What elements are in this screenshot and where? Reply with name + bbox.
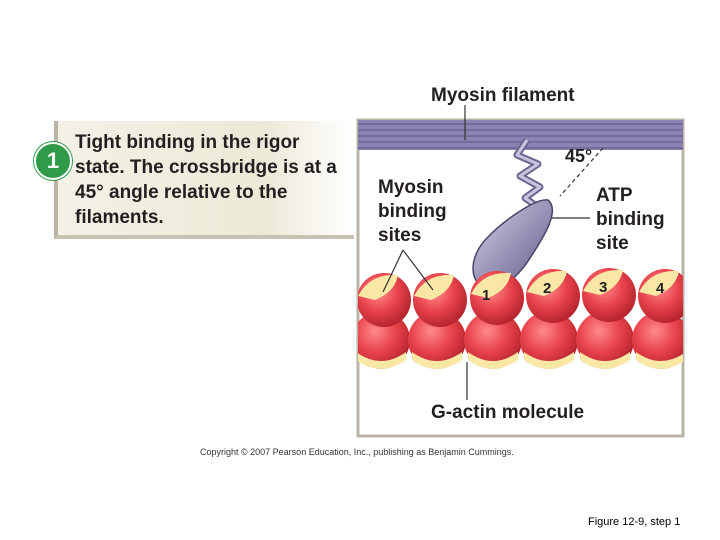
actin-filament xyxy=(358,268,683,369)
step-description: Tight binding in the rigor state. The cr… xyxy=(75,132,337,228)
site-number-1: 1 xyxy=(482,287,490,304)
myosin-binding-sites-line-1: Myosin xyxy=(378,177,443,198)
myosin-crossbridge xyxy=(472,138,554,290)
diagram-panel xyxy=(356,118,685,438)
copyright-notice: Copyright © 2007 Pearson Education, Inc.… xyxy=(200,447,514,457)
site-number-3: 3 xyxy=(599,279,607,296)
step-number-badge: 1 xyxy=(34,142,72,180)
actin-row-bottom xyxy=(358,311,683,369)
g-actin-label: G-actin molecule xyxy=(431,402,584,423)
myosin-filament-label: Myosin filament xyxy=(431,85,575,106)
myosin-binding-sites-line-2: binding xyxy=(378,201,447,222)
atp-binding-site-line-3: site xyxy=(596,233,629,254)
myosin-binding-sites-line-3: sites xyxy=(378,225,421,246)
binding-site-leader-2 xyxy=(402,249,434,291)
figure-caption: Figure 12-9, step 1 xyxy=(588,516,681,528)
site-number-2: 2 xyxy=(543,280,551,297)
site-number-4: 4 xyxy=(656,280,665,297)
atp-binding-site-line-2: binding xyxy=(596,209,665,230)
angle-label: 45° xyxy=(565,146,592,166)
actin-row-top xyxy=(358,268,683,327)
angle-guide xyxy=(559,147,604,197)
binding-site-leader-1 xyxy=(382,249,404,293)
step-panel xyxy=(54,121,354,239)
atp-binding-site-line-1: ATP xyxy=(596,185,633,206)
